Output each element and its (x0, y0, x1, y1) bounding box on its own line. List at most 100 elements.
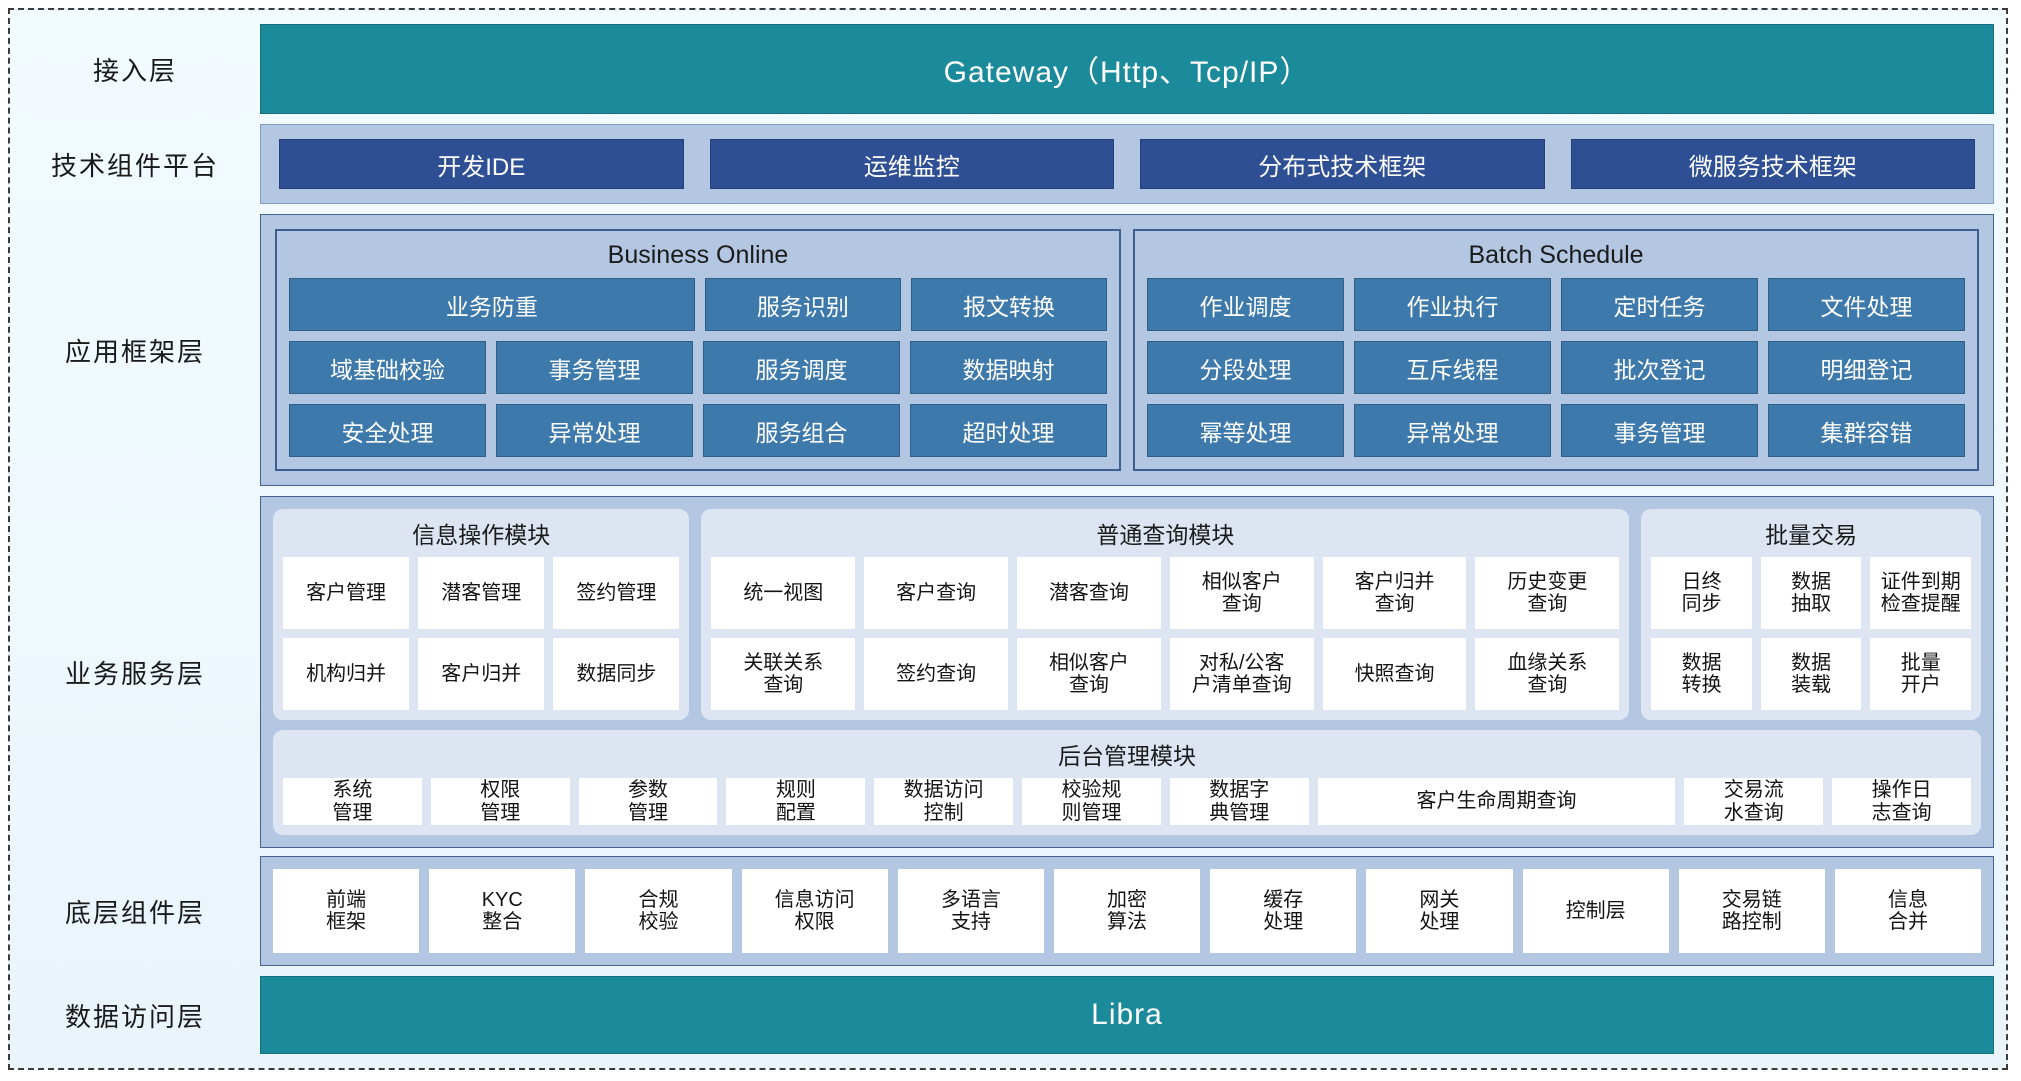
service-cell[interactable]: 批量 开户 (1870, 638, 1971, 711)
app-cell[interactable]: 域基础校验 (289, 341, 486, 394)
app-cell[interactable]: 文件处理 (1768, 278, 1965, 331)
app-cell[interactable]: 明细登记 (1768, 341, 1965, 394)
service-cell[interactable]: 统一视图 (711, 557, 856, 630)
app-cell[interactable]: 超时处理 (910, 404, 1107, 457)
app-grid-row: 作业调度作业执行定时任务文件处理 (1147, 278, 1965, 331)
service-cell[interactable]: 潜客查询 (1017, 557, 1161, 630)
app-grid-row: 分段处理互斥线程批次登记明细登记 (1147, 341, 1965, 394)
app-cell[interactable]: 互斥线程 (1354, 341, 1551, 394)
service-cell[interactable]: 日终 同步 (1651, 557, 1752, 630)
architecture-diagram: 接入层 Gateway（Http、Tcp/IP） 技术组件平台 开发IDE 运维监… (8, 8, 2008, 1070)
admin-cell[interactable]: 数据字 典管理 (1169, 778, 1309, 825)
app-cell[interactable]: 定时任务 (1561, 278, 1758, 331)
app-cell[interactable]: 幂等处理 (1147, 404, 1344, 457)
layer-business-service: 业务服务层 信息操作模块客户管理潜客管理签约管理机构归并客户归并数据同步普通查询… (10, 486, 2006, 848)
app-cell[interactable]: 服务组合 (703, 404, 900, 457)
layer-label-business-service: 业务服务层 (64, 658, 205, 689)
business-service-band: 信息操作模块客户管理潜客管理签约管理机构归并客户归并数据同步普通查询模块统一视图… (260, 496, 1994, 848)
component-cell[interactable]: 加密 算法 (1053, 869, 1201, 953)
component-cell[interactable]: KYC 整合 (429, 869, 576, 953)
app-cell[interactable]: 分段处理 (1147, 341, 1344, 394)
component-cell[interactable]: 信息访问 权限 (741, 869, 888, 953)
app-cell[interactable]: 作业执行 (1354, 278, 1551, 331)
service-cell[interactable]: 机构归并 (283, 638, 410, 711)
app-cell[interactable]: 数据映射 (910, 341, 1107, 394)
admin-cell[interactable]: 规则 配置 (726, 778, 866, 825)
service-cell[interactable]: 对私/公客 户清单查询 (1169, 638, 1314, 711)
layer-access: 接入层 Gateway（Http、Tcp/IP） (10, 10, 2006, 114)
component-cell[interactable]: 网关 处理 (1366, 869, 1513, 953)
app-cell[interactable]: 批次登记 (1561, 341, 1758, 394)
component-cell[interactable]: 缓存 处理 (1210, 869, 1357, 953)
service-module-grid: 统一视图客户查询潜客查询相似客户 查询客户归并 查询历史变更 查询关联关系 查询… (711, 557, 1620, 711)
app-cell[interactable]: 安全处理 (289, 404, 486, 457)
layer-tech-platform: 技术组件平台 开发IDE 运维监控分布式技术框架微服务技术框架 (10, 114, 2006, 204)
service-cell[interactable]: 客户管理 (283, 557, 410, 630)
app-cell[interactable]: 服务识别 (704, 278, 901, 331)
app-cell[interactable]: 报文转换 (910, 278, 1108, 331)
app-cell[interactable]: 事务管理 (496, 341, 693, 394)
service-cell[interactable]: 客户归并 查询 (1322, 557, 1467, 630)
app-cell[interactable]: 业务防重 (289, 278, 695, 331)
tech-chip[interactable]: 运维监控 (709, 139, 1114, 189)
service-cell[interactable]: 签约管理 (553, 557, 680, 630)
app-cell[interactable]: 异常处理 (1354, 404, 1551, 457)
admin-cell[interactable]: 操作日 志查询 (1832, 778, 1972, 825)
service-cell[interactable]: 数据同步 (553, 638, 680, 711)
component-cell[interactable]: 合规 校验 (585, 869, 732, 953)
admin-cell[interactable]: 客户生命周期查询 (1317, 778, 1676, 825)
component-cell[interactable]: 信息 合并 (1834, 869, 1982, 953)
admin-cell[interactable]: 交易流 水查询 (1684, 778, 1824, 825)
service-cell[interactable]: 客户归并 (418, 638, 545, 711)
component-cell[interactable]: 前端 框架 (273, 869, 420, 953)
app-grid-row: 幂等处理异常处理事务管理集群容错 (1147, 404, 1965, 457)
service-cell[interactable]: 关联关系 查询 (711, 638, 856, 711)
layer-label-tech-platform: 技术组件平台 (50, 150, 219, 181)
service-grid-row: 机构归并客户归并数据同步 (283, 638, 680, 711)
admin-cell[interactable]: 参数 管理 (578, 778, 718, 825)
service-cell[interactable]: 签约查询 (864, 638, 1009, 711)
service-cell[interactable]: 快照查询 (1322, 638, 1467, 711)
component-cell[interactable]: 多语言 支持 (897, 869, 1044, 953)
service-cell[interactable]: 历史变更 查询 (1475, 557, 1620, 630)
tech-chip[interactable]: 分布式技术框架 (1140, 139, 1545, 189)
service-module-title: 批量交易 (1765, 522, 1858, 548)
service-cell[interactable]: 相似客户 查询 (1017, 638, 1161, 711)
service-cell[interactable]: 数据 转换 (1651, 638, 1752, 711)
component-cell[interactable]: 控制层 (1522, 869, 1669, 953)
service-cell[interactable]: 客户查询 (864, 557, 1009, 630)
app-panel-grid: 作业调度作业执行定时任务文件处理分段处理互斥线程批次登记明细登记幂等处理异常处理… (1147, 278, 1965, 457)
admin-cell[interactable]: 系统 管理 (283, 778, 422, 825)
app-grid-row: 业务防重服务识别报文转换 (289, 278, 1108, 331)
admin-cell[interactable]: 校验规 则管理 (1022, 778, 1161, 825)
service-cell[interactable]: 相似客户 查询 (1169, 557, 1314, 630)
service-cell[interactable]: 数据 装载 (1760, 638, 1862, 711)
component-cell[interactable]: 交易链 路控制 (1678, 869, 1825, 953)
app-cell[interactable]: 集群容错 (1768, 404, 1965, 457)
admin-cell[interactable]: 数据访问 控制 (874, 778, 1014, 825)
admin-cell[interactable]: 权限 管理 (430, 778, 570, 825)
service-cell[interactable]: 证件到期 检查提醒 (1870, 557, 1971, 630)
tech-chip[interactable]: 开发IDE (279, 139, 684, 189)
service-module: 普通查询模块统一视图客户查询潜客查询相似客户 查询客户归并 查询历史变更 查询关… (701, 509, 1630, 721)
admin-module-title: 后台管理模块 (1058, 743, 1196, 770)
app-cell[interactable]: 异常处理 (496, 404, 693, 457)
service-cell[interactable]: 数据 抽取 (1760, 557, 1862, 630)
layer-label-data-access: 数据访问层 (64, 1001, 205, 1032)
admin-module-row: 后台管理模块 系统 管理权限 管理参数 管理规则 配置数据访问 控制校验规 则管… (273, 730, 1981, 835)
app-cell[interactable]: 服务调度 (703, 341, 900, 394)
app-cell[interactable]: 作业调度 (1147, 278, 1344, 331)
service-cell[interactable]: 潜客管理 (418, 557, 545, 630)
app-cell[interactable]: 事务管理 (1561, 404, 1758, 457)
service-cell[interactable]: 血缘关系 查询 (1475, 638, 1620, 711)
service-grid-row: 数据 转换数据 装载批量 开户 (1651, 638, 1971, 711)
service-module: 信息操作模块客户管理潜客管理签约管理机构归并客户归并数据同步 (273, 509, 690, 721)
tech-chip[interactable]: 微服务技术框架 (1570, 139, 1975, 189)
layer-label-bottom-components: 底层组件层 (64, 897, 205, 928)
service-module-title: 信息操作模块 (412, 522, 551, 548)
layer-label-app-framework: 应用框架层 (64, 336, 205, 367)
